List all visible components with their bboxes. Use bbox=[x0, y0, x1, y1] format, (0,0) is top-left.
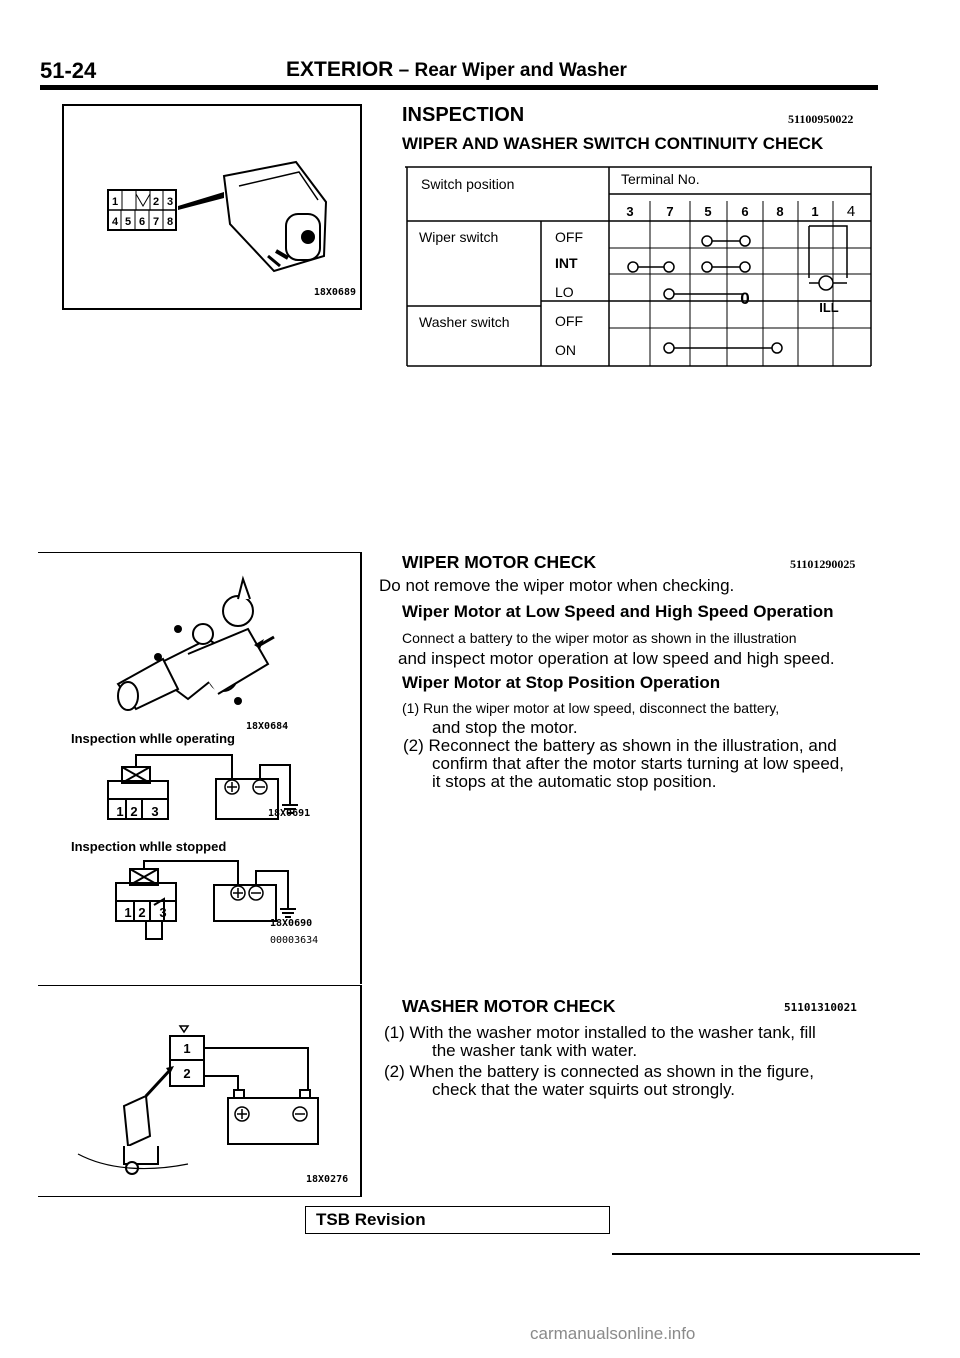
pin-label: 5 bbox=[125, 216, 131, 228]
terminal-label: 5 bbox=[704, 204, 711, 219]
operating-circuit: 1 2 3 bbox=[107, 754, 298, 820]
pin-label: 8 bbox=[167, 216, 173, 228]
page-code: 51-24 bbox=[40, 58, 97, 83]
terminal-label: 3 bbox=[626, 204, 633, 219]
row-group-label: Washer switch bbox=[419, 314, 510, 330]
switch-illustration: 1 2 3 4 5 6 7 8 bbox=[107, 160, 328, 273]
row-position-label: LO bbox=[555, 284, 574, 300]
wiper-motor-title: WIPER MOTOR CHECK bbox=[402, 552, 597, 572]
switch-figure: 1 2 3 4 5 6 7 8 18X0689 bbox=[62, 104, 362, 310]
title-separator: – bbox=[398, 60, 410, 81]
wiper-motor-figure: 18X0684 Inspection whlle operating 1 2 3… bbox=[38, 552, 362, 984]
pin-label: 1 bbox=[112, 196, 118, 208]
switch-position-header: Switch position bbox=[421, 176, 514, 192]
motor-pin-label: 3 bbox=[159, 905, 166, 920]
row-position-label: OFF bbox=[555, 313, 583, 329]
washer-figure: 1 2 18X0276 bbox=[38, 985, 362, 1197]
footer-rule bbox=[612, 1253, 920, 1255]
motor-pin-label: 1 bbox=[116, 804, 123, 819]
lo-terminal-mark: 0 bbox=[740, 289, 749, 308]
inspection-title: INSPECTION bbox=[402, 104, 525, 126]
section-title: EXTERIOR bbox=[286, 58, 394, 81]
wiper-stop-step2-c: it stops at the automatic stop position. bbox=[432, 772, 717, 791]
operating-label: Inspection whlle operating bbox=[71, 731, 235, 746]
stopped-circuit: 1 2 3 bbox=[115, 860, 296, 940]
washer-motor-title: WASHER MOTOR CHECK bbox=[402, 996, 616, 1016]
wiper-low-high-text-1: Connect a battery to the wiper motor as … bbox=[402, 630, 797, 646]
washer-step1-b: the washer tank with water. bbox=[432, 1041, 638, 1060]
figure-code: 18X0691 bbox=[268, 808, 311, 819]
motor-pin-label: 3 bbox=[151, 804, 158, 819]
wiper-stop-step2-b: confirm that after the motor starts turn… bbox=[432, 754, 844, 773]
wiper-low-high-text-2: and inspect motor operation at low speed… bbox=[398, 649, 835, 668]
row-position-label: ON bbox=[555, 342, 576, 358]
row-group-label: Wiper switch bbox=[419, 229, 498, 245]
washer-step2-b: check that the water squirts out strongl… bbox=[432, 1080, 735, 1099]
row-position-label: OFF bbox=[555, 229, 583, 245]
pin-label: 2 bbox=[153, 196, 159, 208]
washer-illustration: 1 2 bbox=[77, 1025, 319, 1175]
subsection-title: Rear Wiper and Washer bbox=[414, 60, 627, 81]
figure-group-code: 00003634 bbox=[270, 935, 319, 946]
tsb-revision-box: TSB Revision bbox=[305, 1206, 610, 1234]
pin-label: 4 bbox=[112, 216, 119, 228]
wiper-motor-illustration bbox=[116, 575, 275, 711]
pin-label: 7 bbox=[153, 216, 159, 228]
washer-step1-a: (1) With the washer motor installed to t… bbox=[384, 1023, 816, 1042]
terminal-label: 4 bbox=[847, 203, 855, 220]
wiper-motor-intro: Do not remove the wiper motor when check… bbox=[379, 576, 735, 595]
wiper-motor-code: 51101290025 bbox=[790, 557, 856, 571]
wiper-stop-step1-a: (1) Run the wiper motor at low speed, di… bbox=[402, 700, 780, 716]
terminal-label: 8 bbox=[776, 204, 783, 219]
figure-code: 18X0276 bbox=[306, 1174, 349, 1185]
terminal-header: Terminal No. bbox=[621, 171, 700, 187]
washer-step2-a: (2) When the battery is connected as sho… bbox=[384, 1062, 814, 1081]
wiper-stop-step1-b: and stop the motor. bbox=[432, 718, 578, 737]
pin-label: 3 bbox=[167, 196, 173, 208]
figure-code: 18X0690 bbox=[270, 918, 313, 929]
stopped-label: Inspection whlle stopped bbox=[71, 839, 227, 854]
washer-motor-code: 51101310021 bbox=[784, 1001, 857, 1014]
continuity-subtitle: WIPER AND WASHER SWITCH CONTINUITY CHECK bbox=[402, 134, 824, 153]
figure-code: 18X0689 bbox=[313, 287, 356, 298]
motor-pin-label: 2 bbox=[130, 804, 137, 819]
row-position-label: INT bbox=[555, 255, 578, 271]
watermark: carmanualsonline.info bbox=[530, 1324, 696, 1343]
wiper-stop-step2-a: (2) Reconnect the battery as shown in th… bbox=[403, 736, 837, 755]
motor-pin-label: 2 bbox=[138, 905, 145, 920]
washer-pin-label: 1 bbox=[183, 1041, 190, 1056]
inspection-code: 51100950022 bbox=[788, 112, 854, 126]
terminal-label: 7 bbox=[666, 204, 673, 219]
figure-code: 18X0684 bbox=[246, 721, 289, 732]
terminal-label: 1 bbox=[811, 204, 818, 219]
pin-label: 6 bbox=[139, 216, 145, 228]
wiper-stop-subtitle: Wiper Motor at Stop Position Operation bbox=[402, 673, 721, 692]
continuity-grid: Switch position Terminal No. 3 7 5 6 8 1… bbox=[405, 166, 872, 367]
page-title: EXTERIOR – Rear Wiper and Washer bbox=[286, 58, 627, 82]
washer-pin-label: 2 bbox=[183, 1066, 190, 1081]
continuity-table: Switch position Terminal No. 3 7 5 6 8 1… bbox=[405, 166, 872, 368]
header-rule bbox=[40, 85, 878, 90]
terminal-label: 6 bbox=[741, 204, 748, 219]
motor-pin-label: 1 bbox=[124, 905, 131, 920]
ill-label: ILL bbox=[819, 300, 839, 315]
wiper-low-high-subtitle: Wiper Motor at Low Speed and High Speed … bbox=[402, 602, 834, 621]
